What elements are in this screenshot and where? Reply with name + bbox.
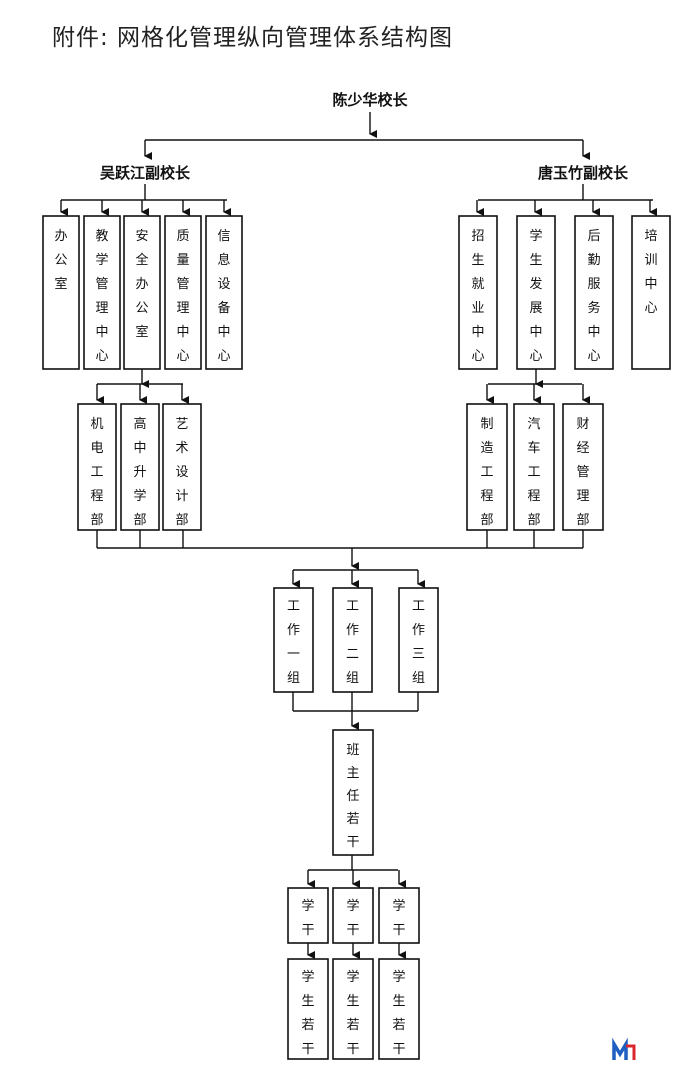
node-label: 招生就业中心 [471, 229, 484, 364]
node-label: 制造工程部 [480, 417, 493, 528]
node-student_dev: 学生发展中心 [516, 215, 556, 370]
node-logistics: 后勤服务中心 [574, 215, 614, 370]
node-label: 工作一组 [287, 599, 300, 686]
node-label: 信息设备中心 [217, 229, 230, 364]
node-group1: 工作一组 [273, 587, 314, 693]
node-students3: 学生若干 [378, 958, 420, 1060]
node-label: 学生若干 [301, 969, 314, 1057]
node-label: 高中升学部 [133, 416, 146, 528]
node-label: 质量管理中心 [176, 229, 189, 364]
node-label: 学生若干 [346, 969, 359, 1057]
node-label: 学生发展中心 [529, 228, 542, 364]
node-cadre1: 学干 [287, 887, 329, 944]
node-students1: 学生若干 [287, 958, 329, 1060]
node-label: 汽车工程部 [527, 417, 540, 528]
node-label: 学干 [346, 898, 359, 938]
node-auto: 汽车工程部 [513, 403, 555, 531]
node-label: 办公室 [54, 229, 67, 292]
node-students2: 学生若干 [332, 958, 374, 1060]
node-info: 信息设备中心 [205, 215, 243, 370]
node-safety: 安全办公室 [123, 215, 161, 370]
node-cadre3: 学干 [378, 887, 420, 944]
node-label: 学干 [301, 898, 314, 938]
node-group3: 工作三组 [398, 587, 439, 693]
node-label: 班主任若干 [346, 743, 359, 850]
node-manufacturing: 制造工程部 [466, 403, 508, 531]
node-label: 教学管理中心 [95, 228, 108, 364]
node-label: 工作二组 [346, 599, 359, 686]
node-label: 培训中心 [644, 228, 657, 316]
page-title: 附件: 网格化管理纵向管理体系结构图 [52, 25, 454, 51]
node-cadre2: 学干 [332, 887, 374, 944]
node-teaching: 教学管理中心 [83, 215, 121, 370]
node-quality: 质量管理中心 [164, 215, 202, 370]
node-label: 机电工程部 [90, 417, 103, 528]
node-highschool: 高中升学部 [120, 403, 160, 531]
node-label: 安全办公室 [135, 229, 148, 340]
node-enroll: 招生就业中心 [458, 215, 498, 370]
node-electromech: 机电工程部 [77, 403, 117, 531]
node-group2: 工作二组 [332, 587, 373, 693]
node-office: 办公室 [42, 215, 80, 370]
node-label: 后勤服务中心 [587, 229, 600, 364]
node-label: 工作三组 [412, 599, 425, 686]
node-vp_left: 吴跃江副校长 [100, 164, 191, 182]
node-training: 培训中心 [631, 215, 671, 370]
node-head_teachers: 班主任若干 [332, 729, 374, 856]
node-finance: 财经管理部 [562, 403, 604, 531]
node-label: 学干 [392, 898, 405, 938]
node-label: 学生若干 [392, 969, 405, 1057]
node-art: 艺术设计部 [162, 403, 202, 531]
node-label: 艺术设计部 [175, 417, 188, 528]
node-label: 财经管理部 [576, 417, 589, 528]
node-vp_right: 唐玉竹副校长 [538, 164, 629, 182]
logo-icon [612, 1037, 636, 1062]
node-principal: 陈少华校长 [332, 91, 408, 109]
